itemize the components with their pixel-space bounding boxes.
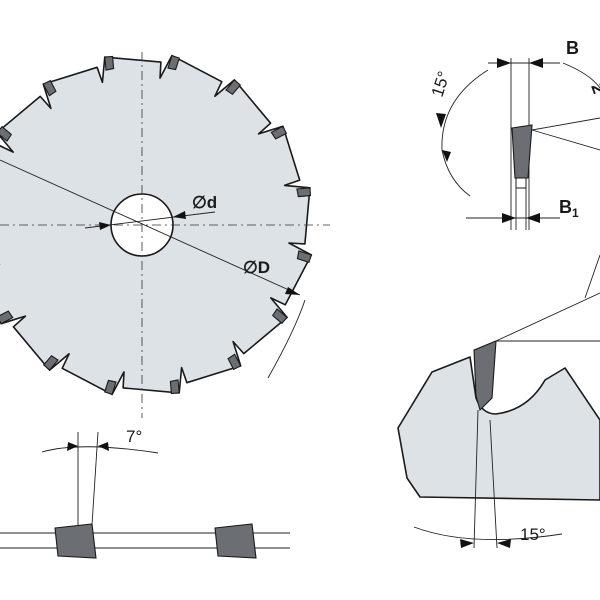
- carbide-tip: [169, 379, 180, 395]
- bevel-reference-line-1: [531, 117, 600, 131]
- body-thickness-subscript: 1: [572, 206, 579, 220]
- outer-diameter-label: ∅D: [243, 258, 270, 277]
- hook-arrow-right: [98, 442, 109, 451]
- bore-arrow-right: [173, 211, 186, 219]
- top-bevel-view: B B1 15° 2: [428, 38, 600, 230]
- clearance-vertical-reference: [473, 409, 479, 549]
- hook-angle-label: 7°: [126, 427, 142, 446]
- carbide-tip: [104, 379, 117, 396]
- kerf-arrow-left: [497, 58, 511, 68]
- carbide-tip: [42, 79, 57, 97]
- carbide-tip: [42, 354, 59, 371]
- carbide-tip: [270, 125, 288, 140]
- outer-diameter-line: [0, 159, 301, 296]
- clearance-diagonal: [584, 254, 600, 299]
- hook-angle-arc: [41, 446, 159, 454]
- clearance-angle-label: 15°: [520, 525, 546, 544]
- clearance-tooth: [473, 340, 497, 412]
- partial-angle-arc: [562, 62, 600, 89]
- clearance-arrow-left: [460, 539, 474, 548]
- bevel-angle-arc: [441, 69, 489, 197]
- hook-angle-view: 7°: [0, 427, 290, 559]
- carbide-tip: [271, 308, 288, 325]
- carbide-tip: [167, 54, 180, 71]
- tooth-body-detail: [397, 356, 600, 501]
- body-arrow-right: [526, 213, 540, 223]
- outer-diameter-arc: [267, 299, 306, 379]
- clearance-arrow-right: [497, 539, 511, 548]
- clearance-angle-arc: [413, 526, 563, 541]
- clearance-angled-reference: [489, 419, 498, 549]
- carbide-tip: [227, 353, 242, 371]
- carbide-tip: [225, 79, 242, 96]
- carbide-tip: [104, 55, 115, 71]
- kerf-width-label: B: [566, 38, 579, 58]
- outer-diameter-arrow: [285, 287, 300, 295]
- carbide-tip: [0, 310, 14, 325]
- bevel-reference-line-2: [531, 129, 600, 151]
- tooth-body-stub: [515, 177, 527, 189]
- body-thickness-label: B1: [559, 197, 579, 220]
- carbide-tip: [296, 187, 312, 198]
- carbide-tips: [0, 54, 313, 396]
- bore-arrow-left: [99, 222, 111, 230]
- saw-blade: ∅d ∅D: [0, 52, 330, 418]
- clearance-angle-view: 15°: [397, 254, 600, 549]
- hook-angled-reference: [91, 431, 99, 526]
- clearance-ray-upper: [495, 292, 600, 342]
- hook-tooth-left: [54, 523, 97, 559]
- bore-diameter-label: ∅d: [192, 193, 217, 212]
- hook-arrow-left: [67, 442, 78, 451]
- carbide-tip: [296, 250, 313, 263]
- bevel-arrow-top: [436, 113, 446, 128]
- bevel-tooth: [511, 124, 533, 179]
- partial-angle-label: 2: [587, 81, 600, 96]
- carbide-tip: [0, 125, 13, 142]
- kerf-arrow-right: [529, 58, 543, 68]
- top-bevel-angle-label: 15°: [428, 69, 454, 99]
- body-arrow-left: [502, 213, 516, 223]
- bevel-arrow-bottom: [442, 150, 451, 162]
- hook-tooth-right: [214, 523, 257, 559]
